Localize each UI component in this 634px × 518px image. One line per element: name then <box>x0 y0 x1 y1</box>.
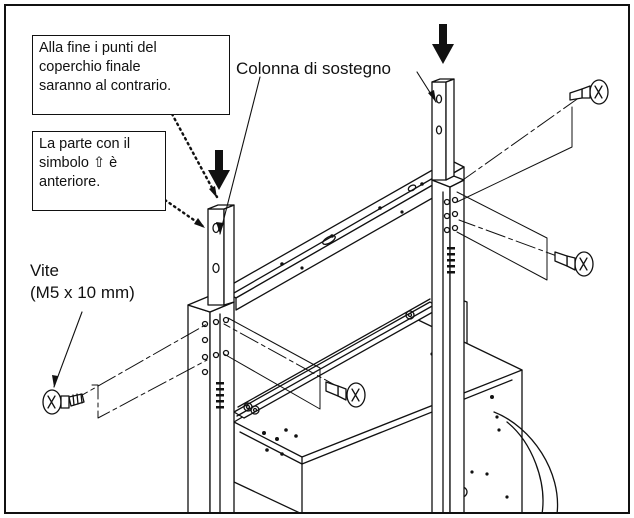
illustration-frame: Alla fine i punti del coperchio finale s… <box>4 4 630 514</box>
cabinet-box <box>233 316 559 512</box>
screw-icon <box>42 389 85 415</box>
screw-guide-lines <box>69 96 581 419</box>
assembly-drawing <box>42 24 609 512</box>
screw-icon <box>554 251 594 277</box>
right-support-column <box>431 78 455 181</box>
screw-icon <box>569 79 609 105</box>
upper-beam <box>221 159 465 311</box>
left-upright <box>187 294 235 512</box>
leader-arrowheads <box>52 90 436 387</box>
front-side-note: La parte con il simbolo ⇧ è anteriore. <box>32 131 166 211</box>
end-cap-note: Alla fine i punti del coperchio finale s… <box>32 35 230 115</box>
right-upright <box>431 172 465 512</box>
screw-label: Vite (M5 x 10 mm) <box>30 261 135 302</box>
down-arrow-icon <box>432 24 454 64</box>
screw-icon <box>325 381 366 408</box>
down-arrow-icon <box>208 150 230 190</box>
support-column-label: Colonna di sostegno <box>236 59 392 78</box>
left-support-column <box>207 204 235 306</box>
